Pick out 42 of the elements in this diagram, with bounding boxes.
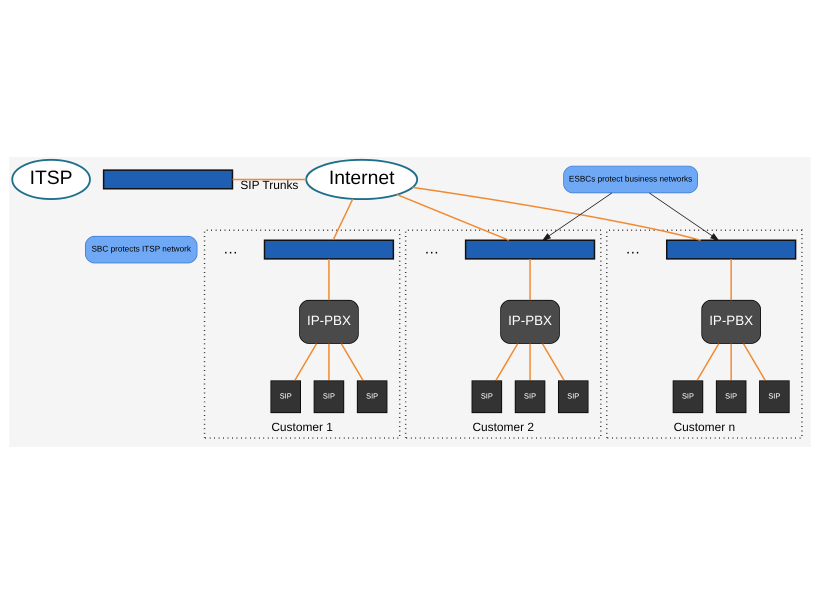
node-box: SIP	[672, 380, 704, 413]
label: …	[223, 240, 238, 257]
node-ellipse: ITSP	[11, 158, 91, 200]
label: …	[625, 240, 640, 257]
node-box	[464, 239, 596, 260]
node-box: IP-PBX	[299, 299, 359, 344]
connector	[294, 342, 318, 380]
connector	[730, 258, 732, 300]
node-box: SIP	[514, 380, 546, 413]
node-box: SBC protects ITSP network	[84, 235, 198, 263]
node-box: SIP	[558, 380, 589, 413]
connector	[328, 343, 330, 380]
node-box: ESBCs protect business networks	[563, 165, 698, 193]
connector	[328, 258, 330, 300]
label: …	[424, 240, 440, 257]
connector	[696, 342, 720, 380]
connector	[396, 193, 510, 240]
edge-label: SIP Trunks	[240, 178, 298, 192]
connector	[412, 186, 701, 240]
node-box: SIP	[759, 380, 790, 413]
node-box: IP-PBX	[500, 299, 560, 344]
connector	[495, 342, 518, 380]
arrow	[542, 192, 612, 240]
node-box	[102, 168, 234, 190]
node-box	[666, 239, 796, 260]
connector	[332, 198, 354, 240]
node-box: SIP	[472, 380, 502, 413]
node-box: IP-PBX	[701, 299, 761, 344]
connector	[542, 342, 565, 380]
connector	[529, 258, 531, 300]
node-ellipse: Internet	[305, 158, 418, 200]
node-box	[264, 239, 394, 260]
node-box: SIP	[716, 380, 746, 413]
connector	[742, 342, 766, 380]
node-box: SIP	[270, 380, 301, 413]
arrow	[648, 192, 720, 240]
connector	[730, 343, 732, 380]
node-box: SIP	[356, 380, 388, 413]
connector	[340, 342, 364, 380]
connector	[529, 343, 531, 380]
connector	[232, 178, 306, 180]
node-box: SIP	[314, 380, 344, 413]
